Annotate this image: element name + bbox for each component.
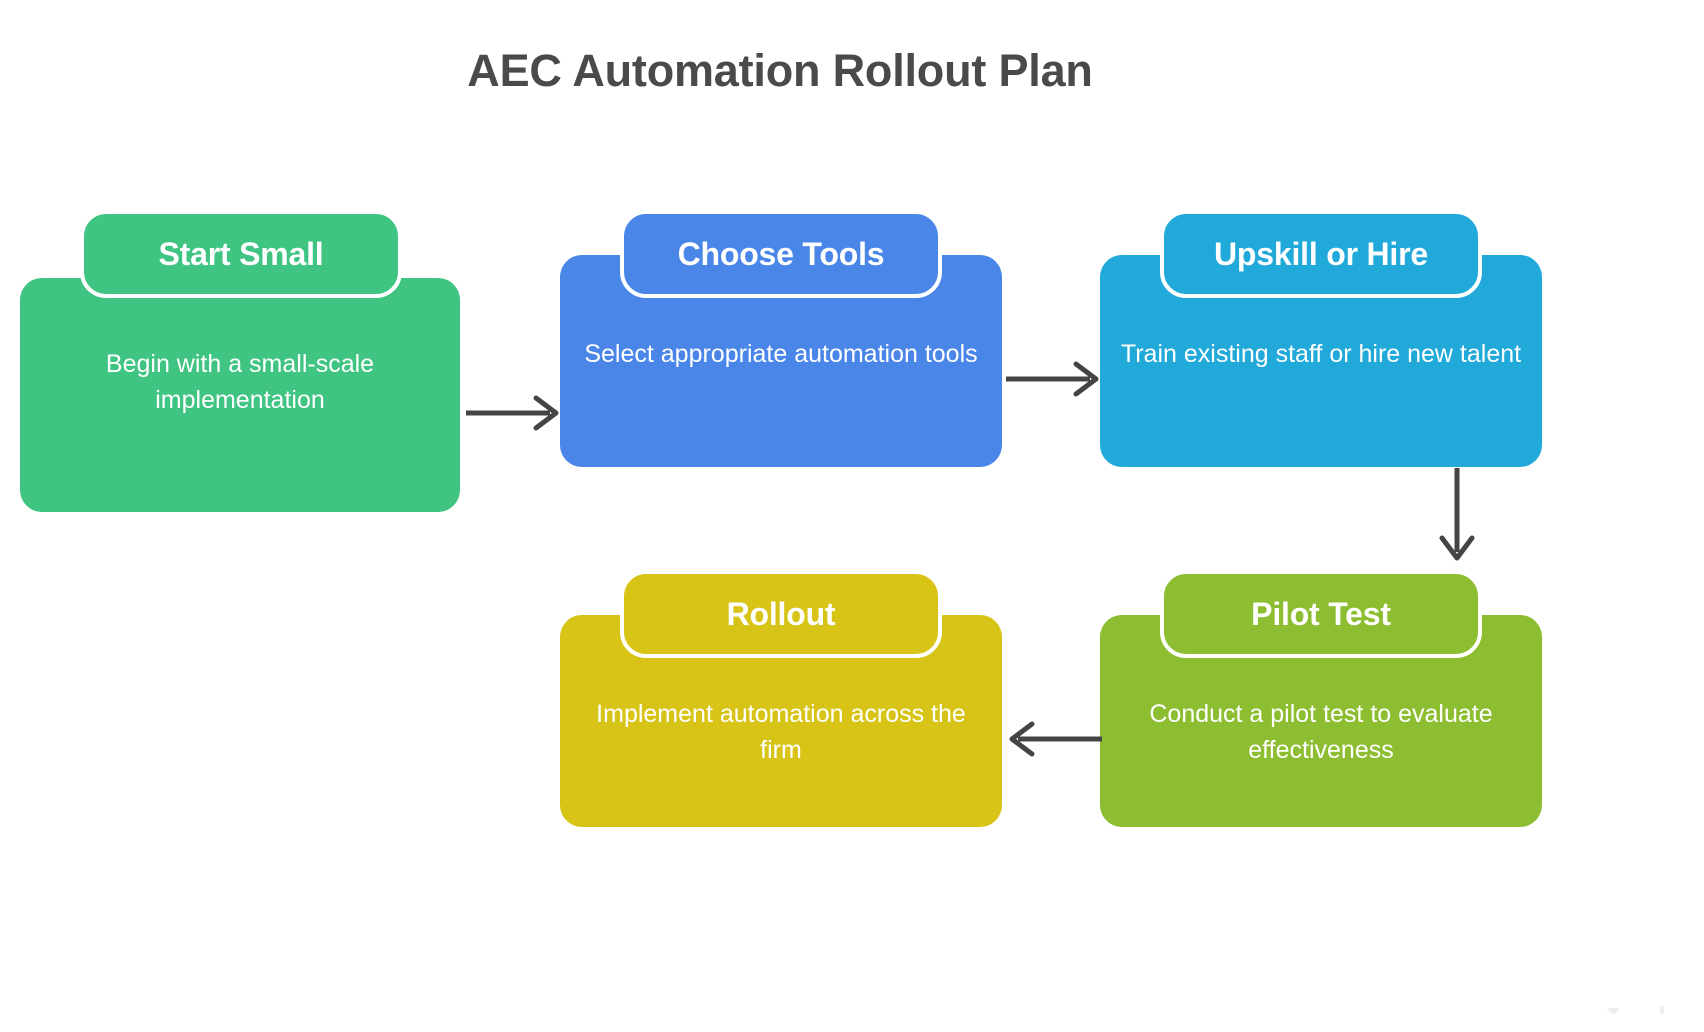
node-rollout-header[interactable]: Rollout	[620, 570, 942, 658]
node-start-small-header[interactable]: Start Small	[80, 210, 402, 298]
connector-start-small-to-choose-tools	[466, 392, 566, 434]
node-pilot-test-header[interactable]: Pilot Test	[1160, 570, 1482, 658]
node-choose-tools-header[interactable]: Choose Tools	[620, 210, 942, 298]
node-pilot-test-description: Conduct a pilot test to evaluate effecti…	[1149, 700, 1493, 764]
connector-upskill-or-hire-to-pilot-test	[1436, 468, 1478, 568]
node-upskill-or-hire-description: Train existing staff or hire new talent	[1120, 340, 1522, 368]
node-start-small-description: Begin with a small-scale implementation	[105, 350, 375, 414]
node-upskill-or-hire-header[interactable]: Upskill or Hire	[1160, 210, 1482, 298]
connector-pilot-test-to-rollout	[1002, 718, 1102, 760]
node-start-small-body: Begin with a small-scale implementation	[20, 278, 460, 512]
watermark-artifact	[1598, 998, 1694, 1020]
page-title: AEC Automation Rollout Plan	[467, 45, 1093, 96]
node-rollout-description: Implement automation across the firm	[596, 700, 966, 764]
connector-choose-tools-to-upskill-or-hire	[1006, 358, 1106, 400]
node-choose-tools-description: Select appropriate automation tools	[584, 340, 978, 368]
